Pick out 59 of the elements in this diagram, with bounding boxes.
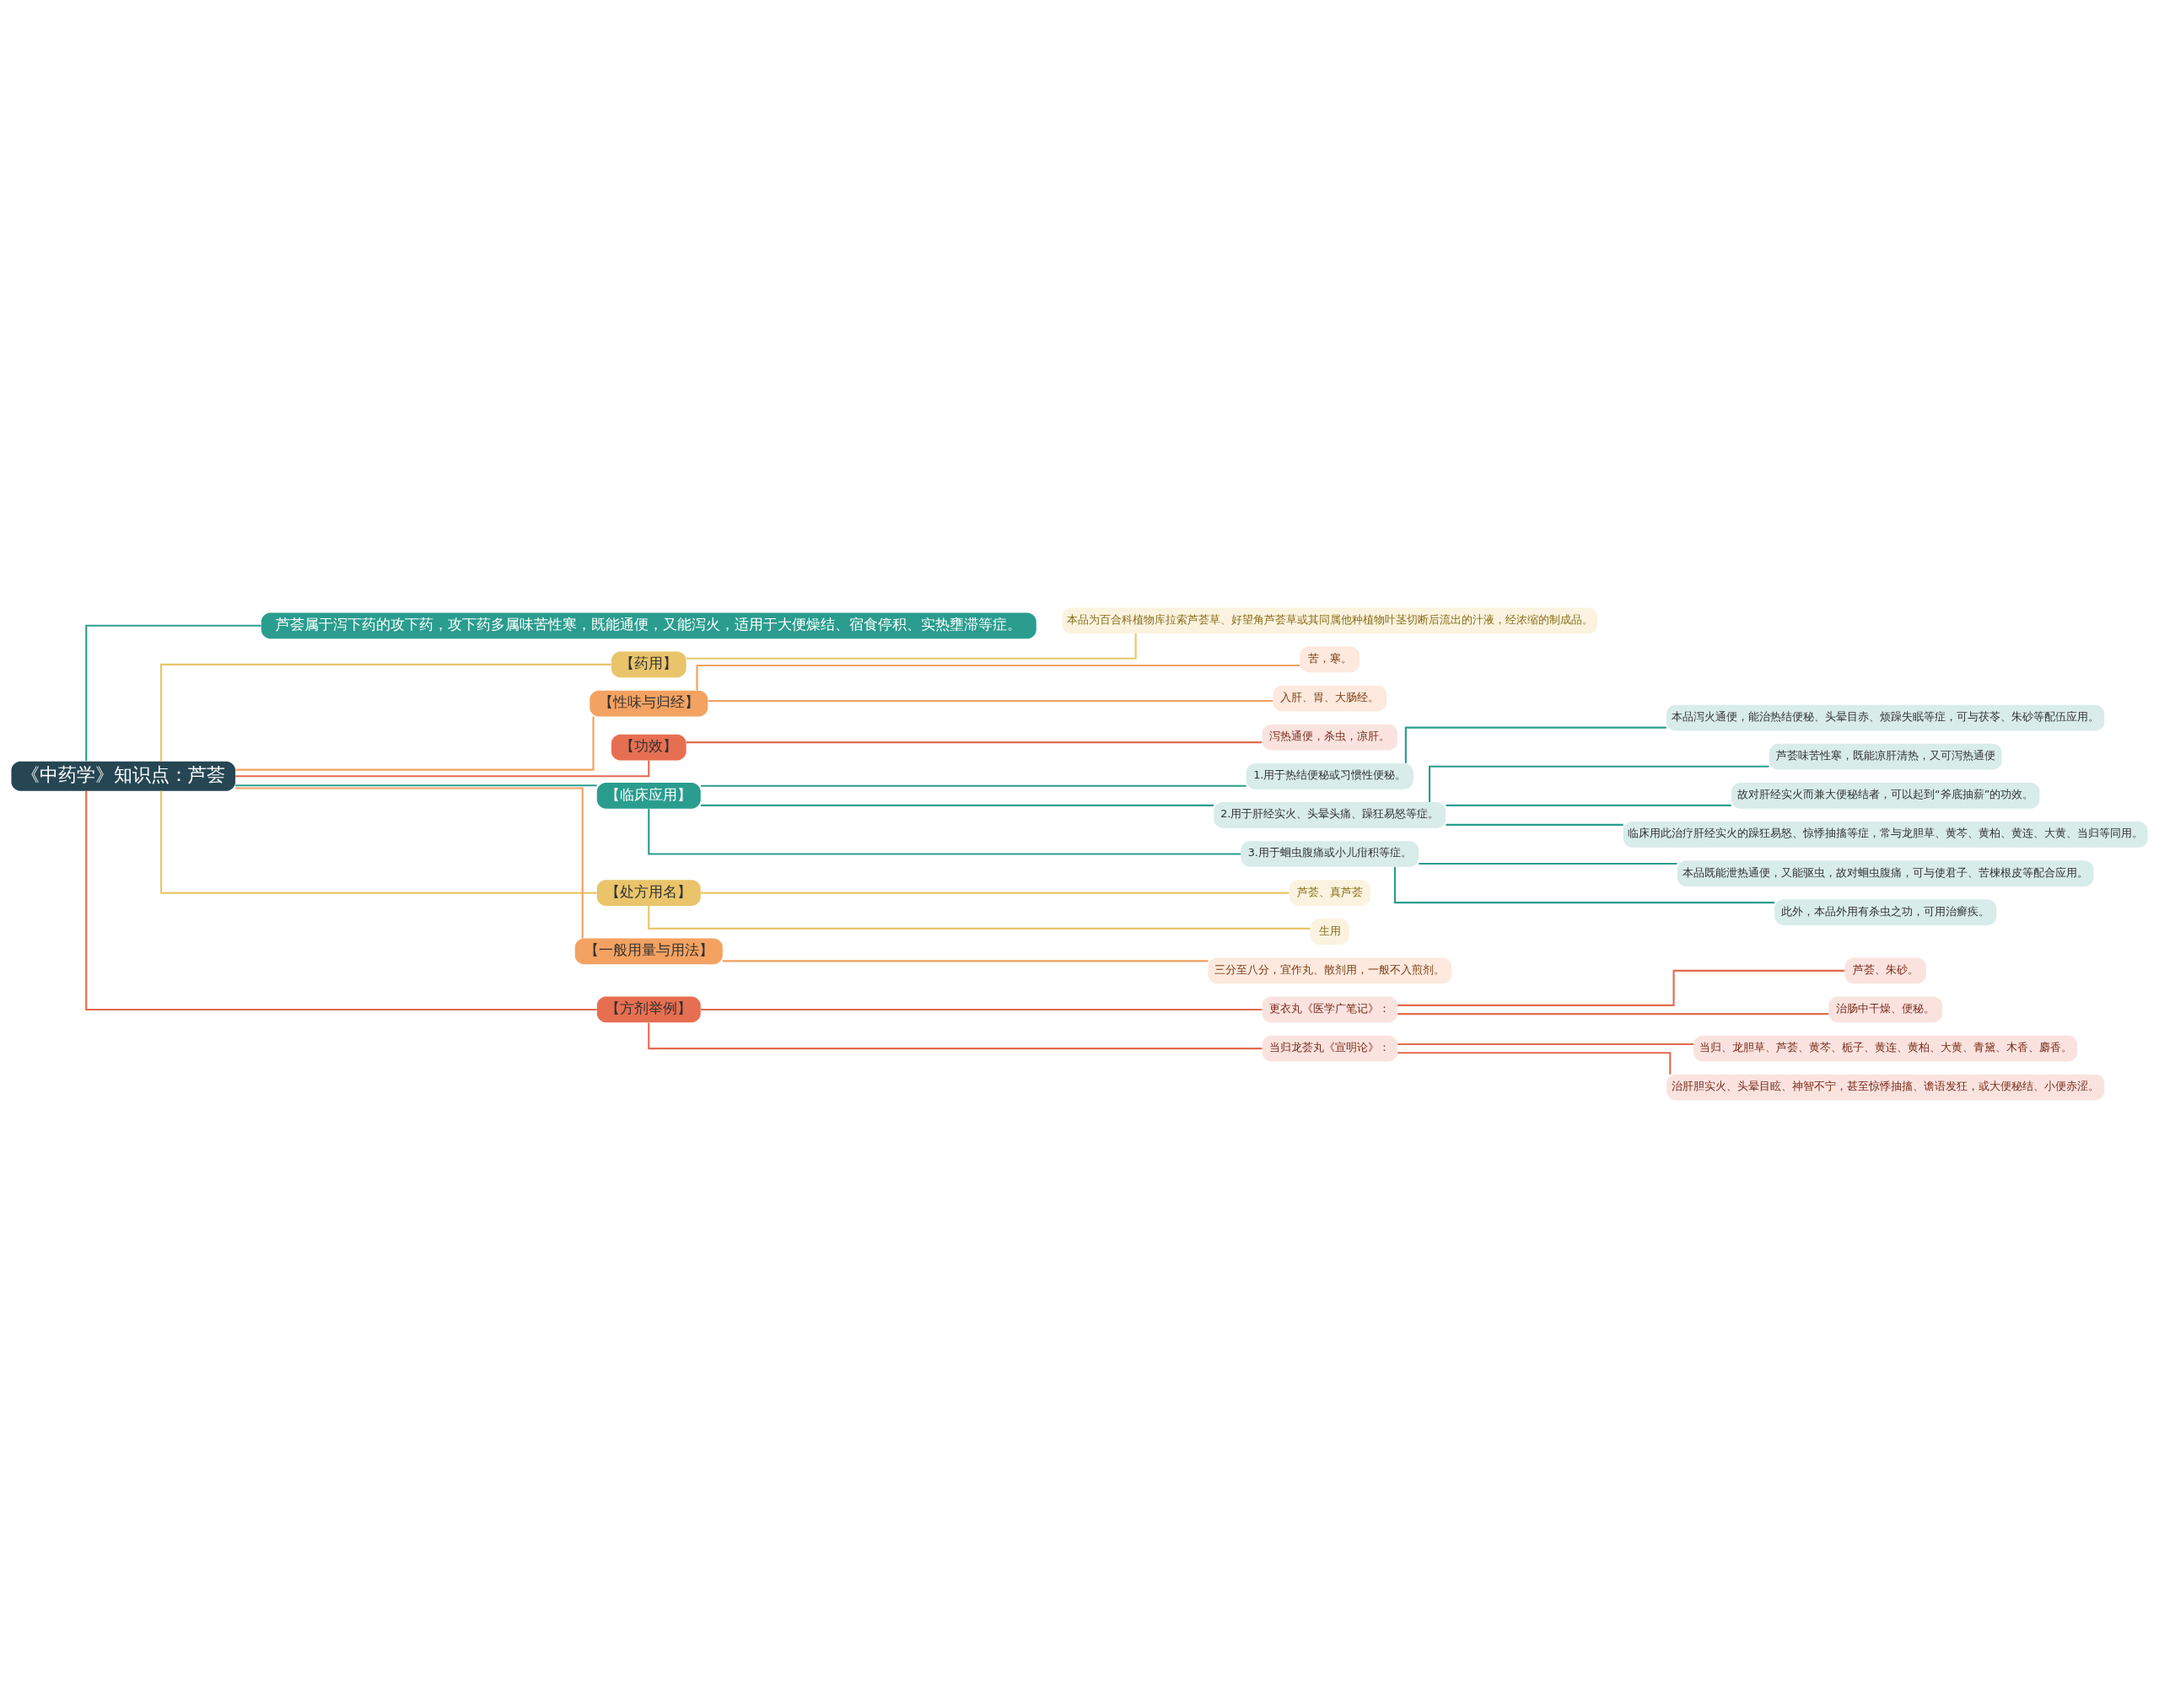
connector — [235, 716, 595, 771]
connector — [1397, 969, 1845, 1006]
node-box: 【功效】 — [611, 734, 686, 761]
node-box: 1.用于热结便秘或习惯性便秘。 — [1246, 762, 1413, 789]
connector — [85, 624, 261, 762]
node-box: 本品既能泄热通便，又能驱虫，故对蛔虫腹痛，可与使君子、苦楝根皮等配合应用。 — [1677, 860, 2094, 886]
node-box: 芦荟味苦性寒，既能凉肝清热，又可泻热通便 — [1769, 743, 2002, 770]
connector — [160, 663, 611, 762]
connector — [1397, 1013, 1829, 1016]
node-box: 本品泻火通便，能治热结便秘、头晕目赤、烦躁失眠等症，可与茯苓、朱砂等配伍应用。 — [1666, 704, 2105, 731]
node-box: 本品为百合科植物库拉索芦荟草、好望角芦荟草或其同属他种植物叶茎切断后流出的汁液，经浓缩的制成品。 — [1062, 607, 1598, 634]
node-box: 此外，本品外用有杀虫之功，可用治癣疾。 — [1774, 899, 1997, 926]
node-box: 《中药学》知识点：芦荟 — [11, 761, 236, 791]
node-box: 【临床应用】 — [596, 782, 701, 809]
connector — [696, 664, 1300, 691]
node-box: 临床用此治疗肝经实火的躁狂易怒、惊悸抽搐等症，常与龙胆草、黄芩、黄柏、黄连、大黄、当归等同用。 — [1623, 822, 2148, 848]
node-box: 【一般用量与用法】 — [574, 938, 723, 965]
connector — [686, 633, 1137, 660]
connector — [700, 784, 1246, 787]
connector — [235, 760, 650, 778]
node-box: 三分至八分，宜作丸、散剂用，一般不入煎剂。 — [1208, 957, 1452, 984]
node-box: 【性味与归经】 — [590, 690, 708, 717]
connector — [1446, 804, 1731, 806]
connector — [1446, 823, 1623, 826]
node-box: 芦荟、真芦荟 — [1289, 880, 1371, 906]
node-box: 当归龙荟丸《宣明论》： — [1262, 1035, 1398, 1062]
node-box: 治肝胆实火、头晕目眩、神智不宁，甚至惊悸抽搐、谵语发狂，或大便秘结、小便赤涩。 — [1666, 1074, 2105, 1101]
node-box: 生用 — [1310, 919, 1349, 946]
node-box: 芦荟、朱砂。 — [1844, 957, 1926, 984]
node-box: 3.用于蛔虫腹痛或小儿疳积等症。 — [1241, 841, 1419, 867]
connector — [235, 787, 584, 939]
node-box: 故对肝经实火而兼大便秘结者，可以起到“斧底抽薪”的功效。 — [1731, 782, 2040, 809]
connector — [1404, 726, 1666, 763]
connector — [160, 790, 597, 894]
connector — [686, 741, 1263, 744]
node-box: 泻热通便，杀虫，凉肝。 — [1262, 724, 1398, 751]
connector — [700, 1008, 1263, 1011]
connector — [648, 809, 1241, 855]
connector — [1419, 862, 1677, 865]
connector — [700, 804, 1214, 806]
node-box: 【药用】 — [611, 651, 686, 678]
node-box: 苦，寒。 — [1300, 646, 1360, 673]
node-box: 入肝、胃、大肠经。 — [1273, 685, 1387, 712]
node-box: 芦荟属于泻下药的攻下药，攻下药多属味苦性寒，既能通便，又能泻火，适用于大便燥结、宿食停积、实热壅滞等症。 — [261, 612, 1036, 639]
connector — [700, 892, 1289, 894]
connector — [722, 960, 1209, 962]
connector — [708, 699, 1273, 703]
node-box: 治肠中干燥、便秘。 — [1828, 996, 1943, 1023]
node-box: 更衣丸《医学广笔记》： — [1262, 996, 1398, 1023]
connector — [1397, 1052, 1672, 1075]
node-box: 【方剂举例】 — [596, 996, 701, 1023]
node-box: 2.用于肝经实火、头晕头痛、躁狂易怒等症。 — [1214, 802, 1446, 828]
node-box: 当归、龙胆草、芦荟、黄芩、栀子、黄连、黄柏、大黄、青黛、木香、麝香。 — [1693, 1035, 2078, 1062]
connector — [1397, 1043, 1694, 1046]
connector — [1394, 866, 1775, 904]
node-box: 【处方用名】 — [596, 880, 701, 906]
connector — [235, 784, 597, 787]
connector — [1429, 765, 1769, 802]
connector — [85, 791, 597, 1011]
